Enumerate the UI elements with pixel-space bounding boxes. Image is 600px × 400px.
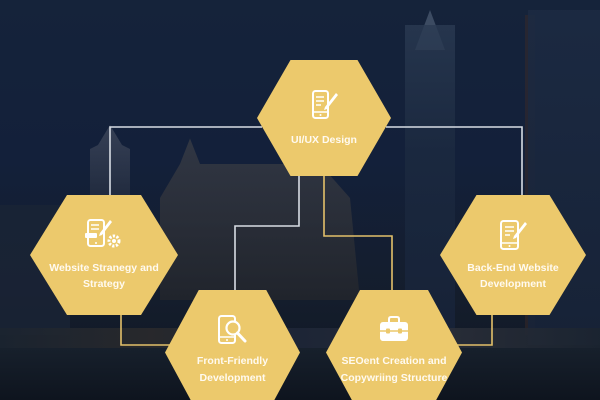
water — [0, 348, 600, 400]
tablet-pen-icon — [500, 219, 527, 250]
connector-uiux-backend — [386, 126, 523, 200]
node-label: SEOent Creation and Copywriing Structure — [340, 355, 448, 384]
tablet-pen-gear-icon — [85, 218, 121, 248]
node-label: Back-End Website Development — [467, 261, 559, 290]
node-website-strategy[interactable]: Website Stranegy and Strategy — [30, 195, 178, 315]
node-label: Website Stranegy and Strategy — [49, 261, 159, 290]
briefcase-icon — [380, 316, 408, 342]
node-label: UI/UX Design — [291, 133, 357, 146]
mobile-pen-icon — [312, 89, 338, 119]
connector-strategy-front — [120, 308, 178, 346]
node-uiux-design[interactable]: UI/UX Design — [257, 60, 391, 176]
connector-uiux-strategy — [109, 126, 262, 200]
mobile-search-icon — [217, 315, 246, 345]
connector-uiux-seo — [323, 170, 393, 292]
connector-backend-seo — [452, 308, 493, 346]
connector-uiux-front — [234, 170, 300, 292]
node-label: Front-Friendly Development — [196, 355, 269, 384]
